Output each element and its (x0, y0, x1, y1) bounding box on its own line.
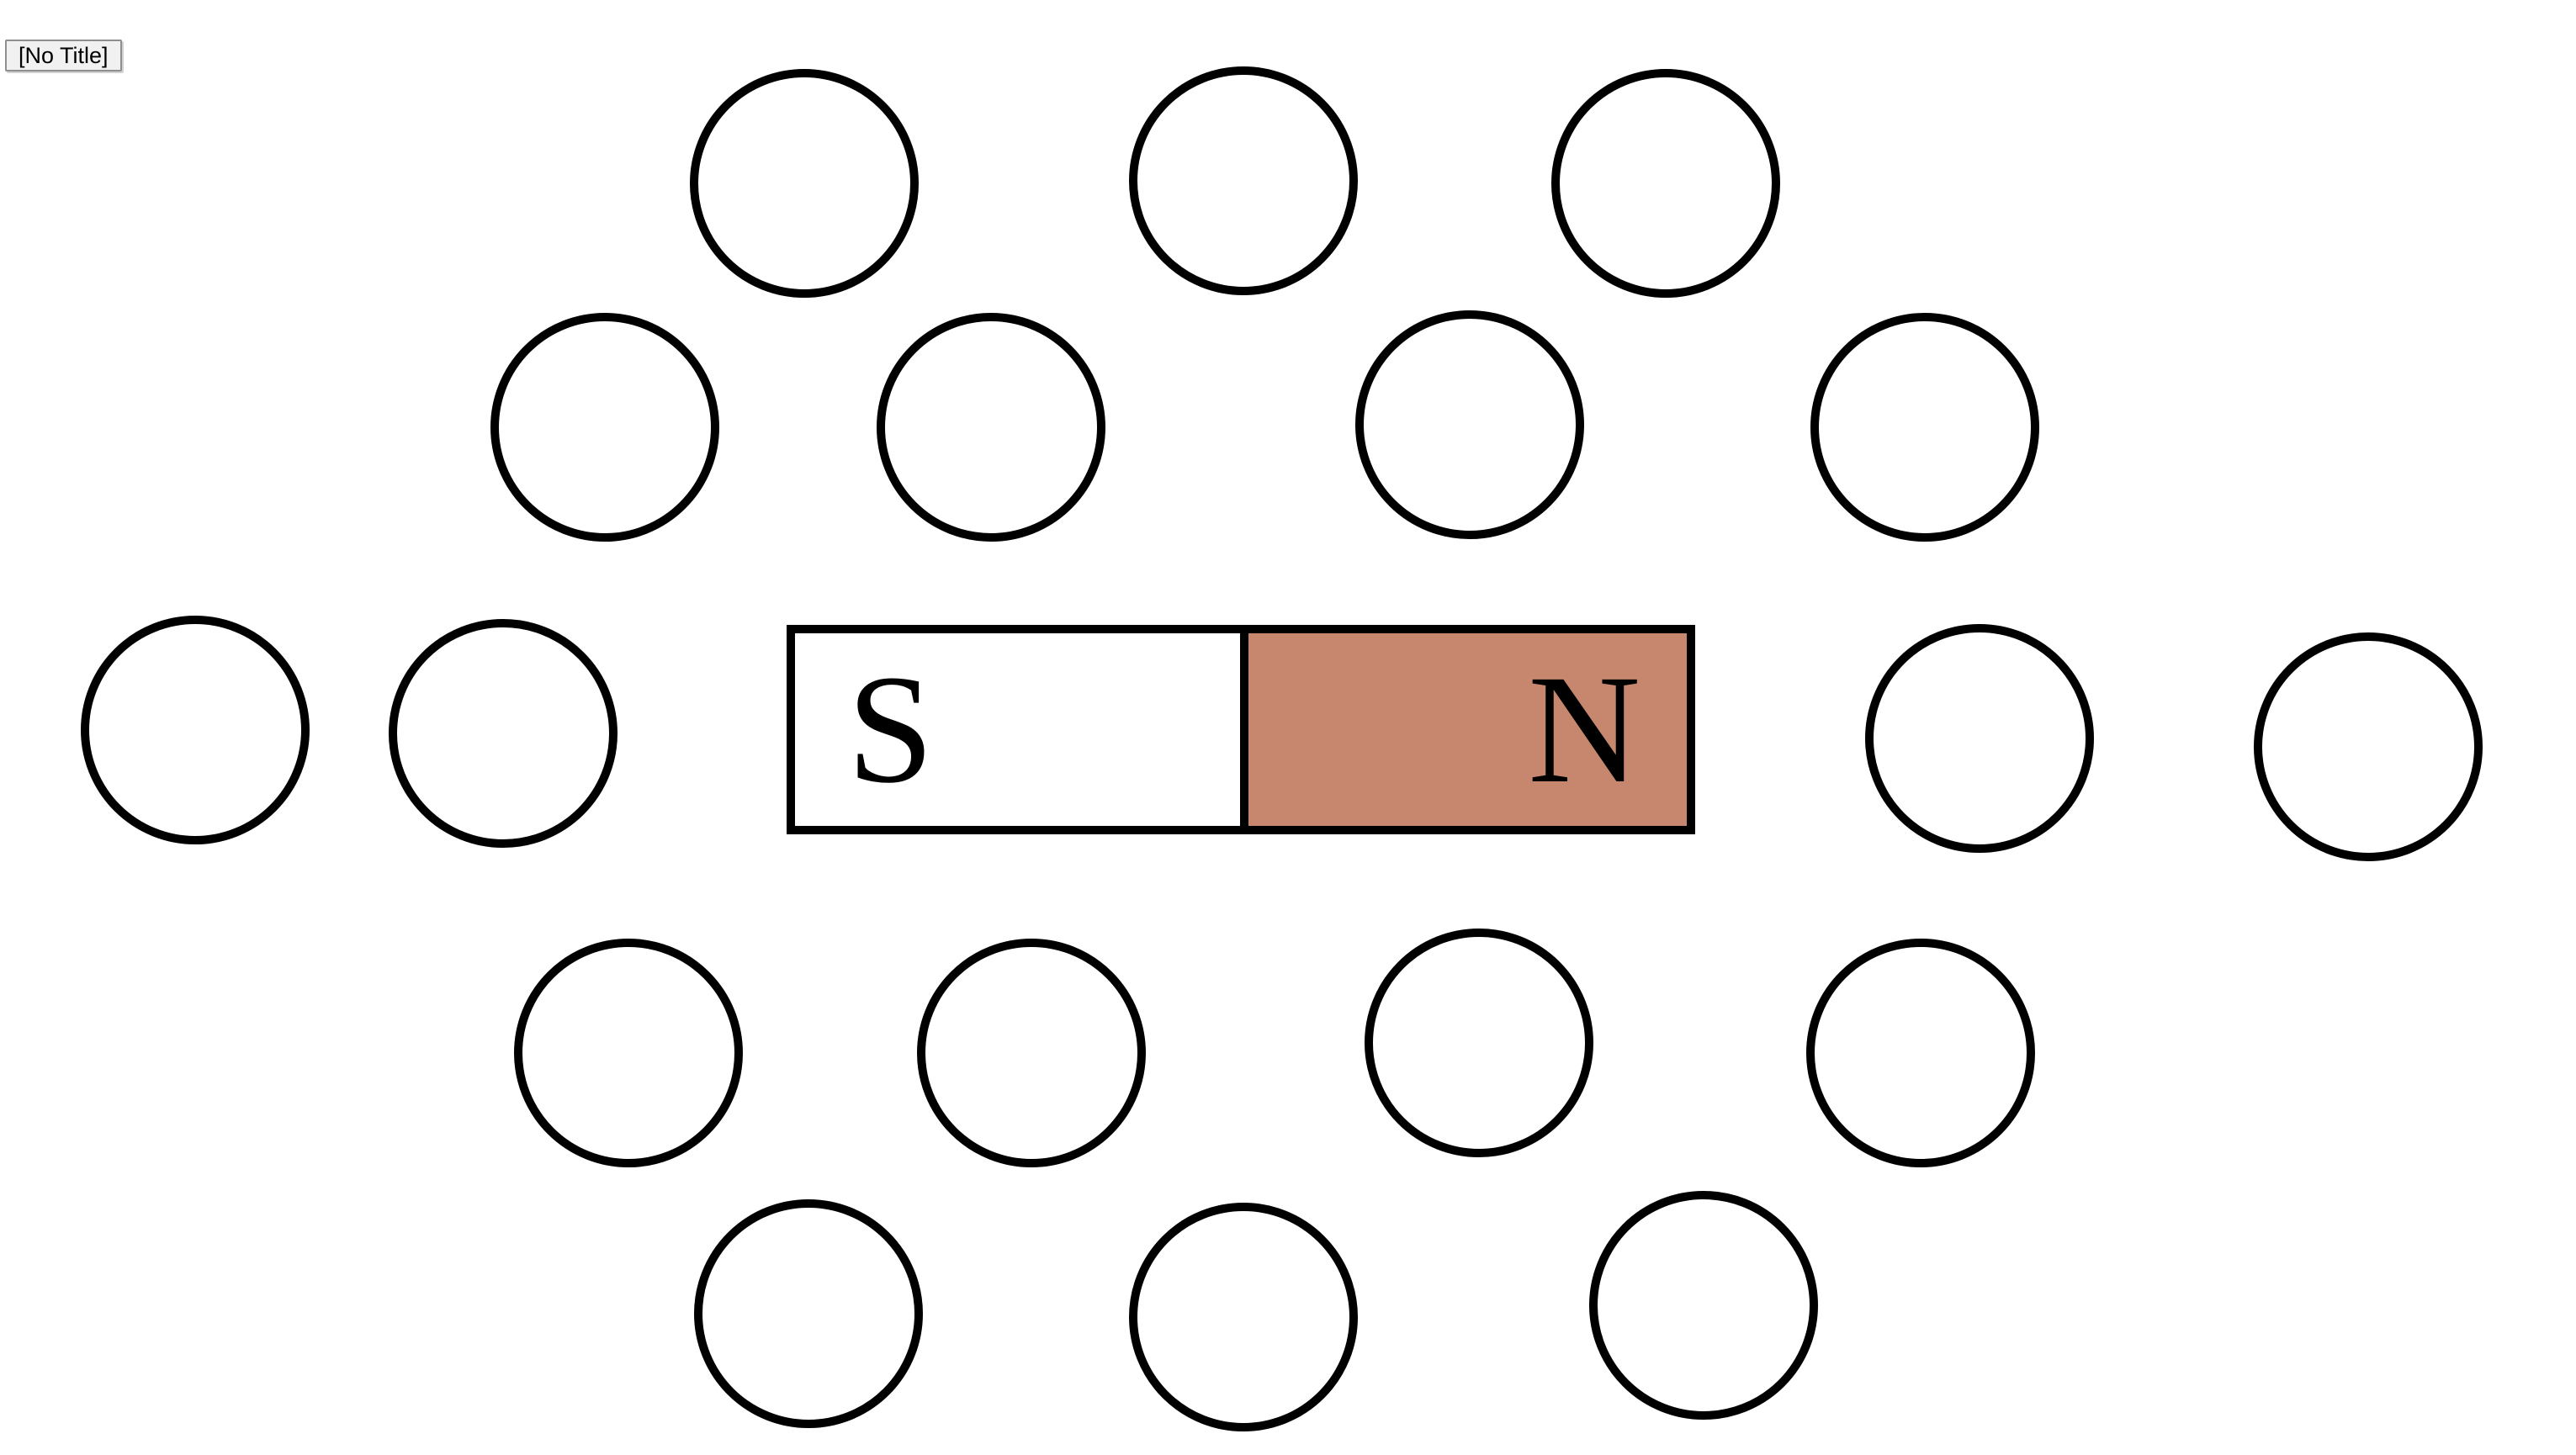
compass-circle[interactable] (1551, 69, 1780, 298)
title-badge[interactable]: [No Title] (5, 40, 122, 71)
compass-circle[interactable] (2254, 632, 2483, 861)
compass-circle[interactable] (1865, 624, 2094, 853)
compass-circle[interactable] (877, 313, 1105, 542)
compass-circle[interactable] (1129, 66, 1358, 295)
compass-circle[interactable] (1129, 1203, 1358, 1431)
compass-circle[interactable] (1589, 1191, 1818, 1420)
compass-circle[interactable] (1355, 310, 1584, 539)
bar-magnet: S N (787, 625, 1695, 834)
compass-circle[interactable] (917, 939, 1146, 1167)
south-pole-label: S (847, 643, 934, 816)
compass-circle[interactable] (1810, 313, 2039, 542)
compass-circle[interactable] (81, 616, 310, 844)
compass-circle[interactable] (1806, 939, 2035, 1167)
south-pole: S (795, 633, 1248, 826)
compass-circle[interactable] (694, 1199, 923, 1428)
north-pole: N (1248, 633, 1687, 826)
north-pole-label: N (1528, 643, 1640, 816)
compass-circle[interactable] (490, 313, 719, 542)
compass-circle[interactable] (690, 69, 919, 298)
compass-circle[interactable] (1365, 929, 1593, 1157)
compass-circle[interactable] (514, 939, 743, 1167)
compass-circle[interactable] (389, 619, 617, 848)
